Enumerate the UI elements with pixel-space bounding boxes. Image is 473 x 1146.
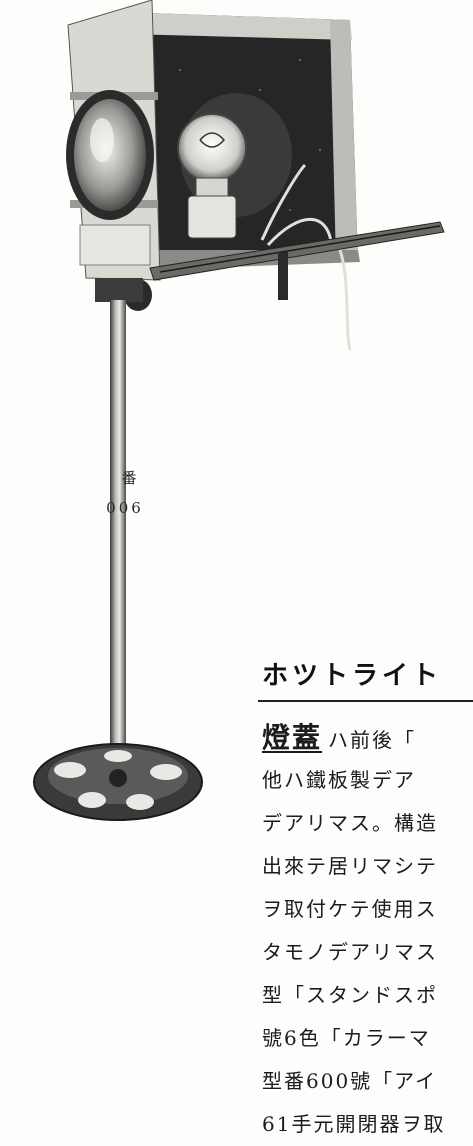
text-line: 出來テ居リマシテ	[262, 854, 438, 878]
text-line: タモノデアリマス	[262, 940, 438, 964]
text-line: 型「スタンドスポ	[262, 983, 438, 1007]
text-line: 燈蓋ハ前後「	[262, 716, 473, 759]
section-title: ホツトライト	[262, 661, 443, 691]
text-line: ヲ取付ケテ使用ス	[262, 897, 438, 921]
text-line: 他ハ鐵板製デア	[262, 768, 416, 792]
text-line: 61手元開閉器ヲ取	[262, 1112, 446, 1136]
bulb	[177, 93, 292, 239]
text-line: デアリマス。構造	[262, 811, 438, 835]
lead-term: 燈蓋	[262, 721, 323, 754]
spotlight-illustration	[33, 0, 445, 821]
catalog-number-label: 番	[121, 469, 137, 487]
slide-rail	[149, 221, 445, 300]
catalog-number: 006	[106, 499, 144, 517]
cast-iron-base	[33, 743, 203, 821]
text-line: 型番600號「アイ	[262, 1069, 438, 1093]
text-line-content: ハ前後「	[328, 728, 417, 752]
lens	[66, 90, 154, 220]
wires	[260, 163, 352, 351]
description-text: 燈蓋ハ前後「 他ハ鐵板製デア デアリマス。構造 出來テ居リマシテ ヲ取付ケテ使用…	[262, 716, 473, 1146]
title-underline	[258, 700, 473, 702]
text-line: 號6色「カラーマ	[262, 1026, 431, 1050]
mount-collar	[95, 278, 143, 302]
stand-pole	[110, 300, 126, 760]
